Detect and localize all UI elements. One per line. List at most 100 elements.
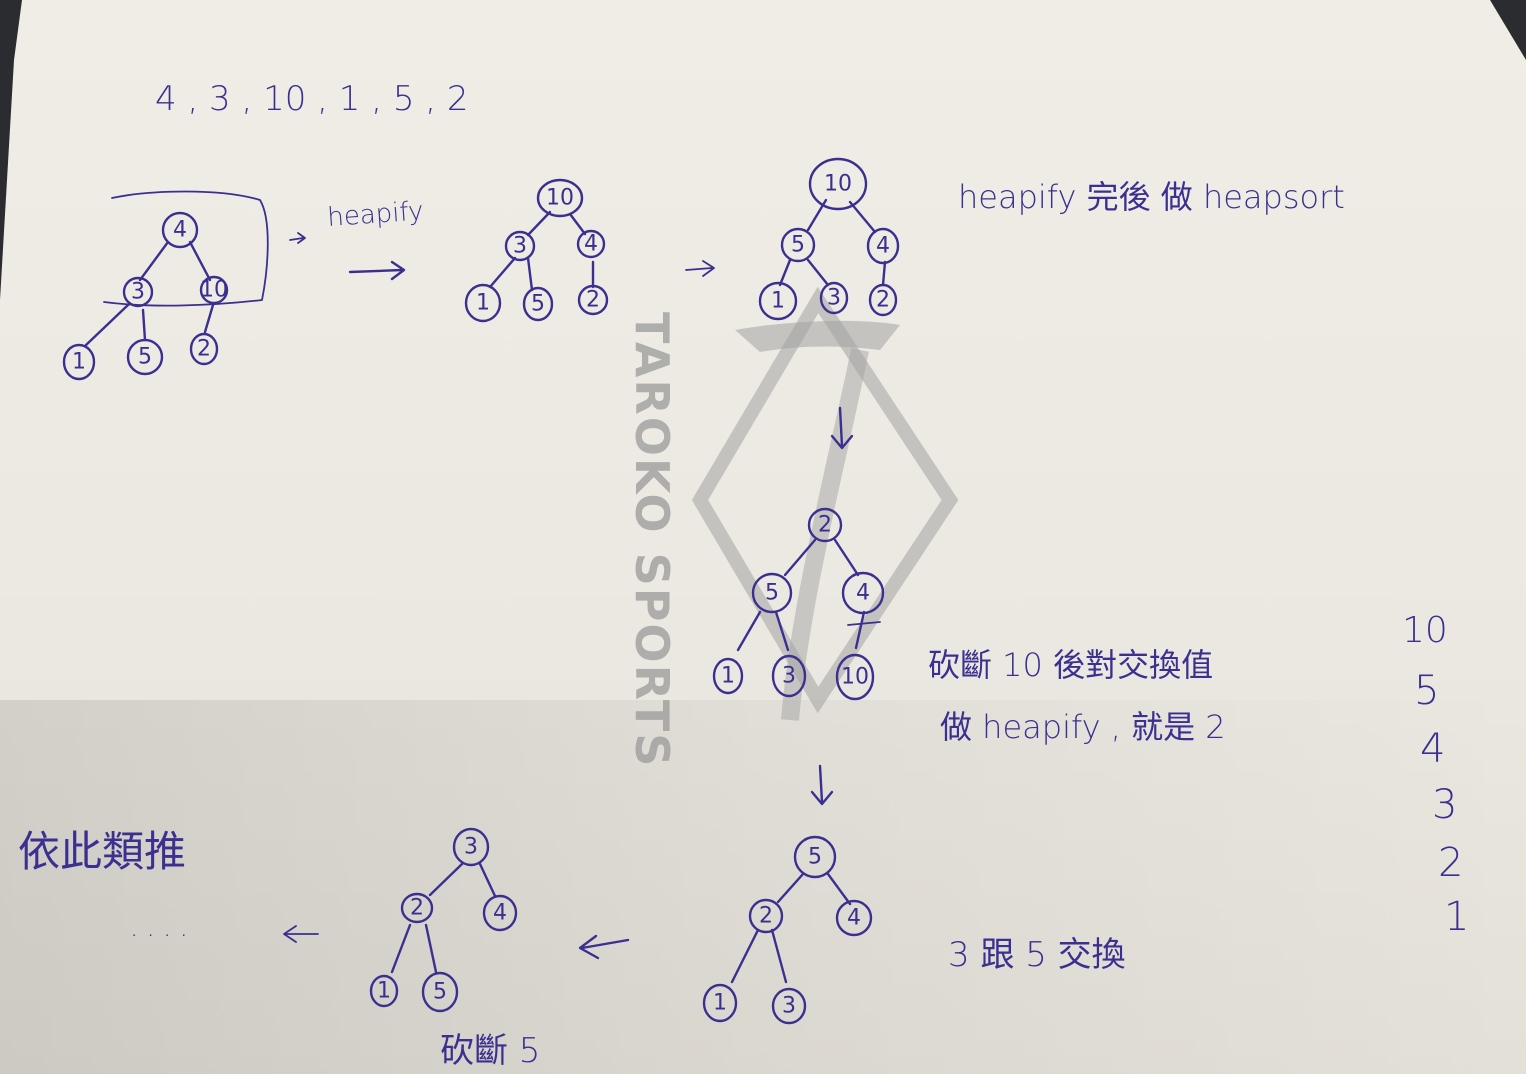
arrow-left-icon xyxy=(578,934,630,960)
svg-text:2: 2 xyxy=(410,896,424,921)
ellipsis-text: · · · · xyxy=(130,921,188,951)
tree-node: 1 xyxy=(62,343,96,381)
tree-node: 2 xyxy=(400,892,434,924)
sorted-value: 5 xyxy=(1414,668,1439,714)
and-so-on-note: 依此類推 xyxy=(18,827,186,876)
tree-node: 1 xyxy=(702,983,738,1023)
tree-after-swap: 2 5 4 1 3 10 xyxy=(712,507,885,701)
arrow-left-icon xyxy=(283,925,319,943)
svg-text:2: 2 xyxy=(586,288,600,313)
tree-node: 3 xyxy=(819,281,849,315)
swap-note: 3 跟 5 交換 xyxy=(948,935,1126,975)
tree-node: 2 xyxy=(189,332,219,366)
svg-text:5: 5 xyxy=(791,233,805,258)
tree-node: 3 xyxy=(771,987,807,1025)
svg-text:4: 4 xyxy=(876,234,890,259)
tree-node: 3 xyxy=(452,827,490,867)
heapify-label: heapify xyxy=(326,196,424,233)
svg-text:10: 10 xyxy=(200,278,228,303)
tree-node: 2 xyxy=(748,898,784,934)
watermark: TAROKO SPORTS xyxy=(625,286,959,768)
sorted-value: 10 xyxy=(1402,610,1448,651)
cut-note-line2: 做 heapify , 就是 2 xyxy=(940,708,1226,746)
sorted-value: 3 xyxy=(1432,782,1457,828)
tree-initial: 4 3 10 1 5 2 xyxy=(62,190,269,381)
svg-text:1: 1 xyxy=(721,664,735,689)
tree-node: 1 xyxy=(712,657,744,695)
svg-text:3: 3 xyxy=(782,994,796,1019)
tree-node: 10 xyxy=(199,275,229,305)
svg-text:3: 3 xyxy=(782,664,796,689)
sorted-value: 1 xyxy=(1444,894,1469,940)
sorted-output: 10 5 4 3 2 1 xyxy=(1402,610,1469,940)
svg-text:2: 2 xyxy=(876,288,890,313)
svg-text:4: 4 xyxy=(856,581,870,606)
svg-text:4: 4 xyxy=(584,232,598,257)
svg-text:2: 2 xyxy=(818,513,832,538)
tree-node: 4 xyxy=(161,211,199,249)
tree-node: 5 xyxy=(522,286,554,322)
svg-text:5: 5 xyxy=(138,345,152,370)
heapify-arrow: heapify xyxy=(289,196,424,281)
svg-text:4: 4 xyxy=(173,218,187,243)
sorted-value: 2 xyxy=(1438,840,1463,886)
svg-text:5: 5 xyxy=(808,845,822,870)
tree-node: 1 xyxy=(369,974,399,1008)
tree-node: 2 xyxy=(807,507,843,543)
tree-heap: 10 5 4 1 3 2 xyxy=(758,157,900,321)
svg-text:2: 2 xyxy=(197,337,211,362)
svg-text:1: 1 xyxy=(771,289,785,314)
cut-5-note: 砍斷 5 xyxy=(440,1031,540,1071)
tree-node: 4 xyxy=(482,894,518,932)
svg-text:10: 10 xyxy=(824,172,852,197)
tree-node: 1 xyxy=(758,281,798,321)
sorted-value: 4 xyxy=(1420,726,1445,772)
arrow-down-icon xyxy=(810,764,834,806)
svg-text:1: 1 xyxy=(72,350,86,375)
input-sequence-text: 4 , 3 , 10 , 1 , 5 , 2 xyxy=(155,79,469,119)
tree-node: 3 xyxy=(771,654,807,698)
svg-text:5: 5 xyxy=(433,980,447,1005)
tree-node: 5 xyxy=(421,971,459,1013)
svg-text:1: 1 xyxy=(476,291,490,316)
svg-text:3: 3 xyxy=(464,835,478,860)
tree-node: 5 xyxy=(780,227,816,263)
watermark-brand-text: TAROKO SPORTS xyxy=(625,312,679,768)
tree-node: 1 xyxy=(464,283,502,323)
svg-text:2: 2 xyxy=(759,904,773,929)
tree-after-heapify: 5 2 4 1 3 xyxy=(702,835,873,1025)
svg-text:3: 3 xyxy=(513,234,527,259)
tree-node: 4 xyxy=(841,571,885,615)
svg-text:4: 4 xyxy=(847,906,861,931)
heapsort-note: heapify 完後 做 heapsort xyxy=(958,178,1345,216)
tree-node: 10 xyxy=(808,157,868,211)
tree-node: 10 xyxy=(536,178,584,218)
svg-text:1: 1 xyxy=(713,991,727,1016)
tree-node: 4 xyxy=(576,229,606,259)
svg-text:3: 3 xyxy=(131,280,145,305)
svg-text:1: 1 xyxy=(377,979,391,1004)
svg-text:3: 3 xyxy=(827,286,841,311)
arrow-right-icon xyxy=(685,260,715,277)
shadow-overlay xyxy=(0,700,1526,1074)
tree-node: 3 xyxy=(122,276,154,308)
tree-node: 5 xyxy=(126,338,164,376)
svg-text:10: 10 xyxy=(841,665,869,690)
tree-node: 5 xyxy=(751,572,793,614)
svg-text:5: 5 xyxy=(765,581,779,606)
tree-node: 2 xyxy=(868,283,898,317)
tree-node: 4 xyxy=(866,227,900,265)
tree-node: 2 xyxy=(577,284,609,316)
svg-text:4: 4 xyxy=(493,901,507,926)
svg-text:10: 10 xyxy=(546,186,574,211)
tree-after-cut-5: 3 2 4 1 5 xyxy=(369,827,518,1013)
arrow-down-icon xyxy=(830,406,854,450)
tree-node: 4 xyxy=(835,899,873,937)
tree-heapified: 10 3 4 1 5 2 xyxy=(464,178,609,323)
tree-node: 10 xyxy=(835,653,875,701)
cut-note-line1: 砍斷 10 後對交換值 xyxy=(928,646,1213,684)
tree-node: 5 xyxy=(793,835,837,879)
svg-text:5: 5 xyxy=(531,292,545,317)
tree-node: 3 xyxy=(504,230,536,262)
